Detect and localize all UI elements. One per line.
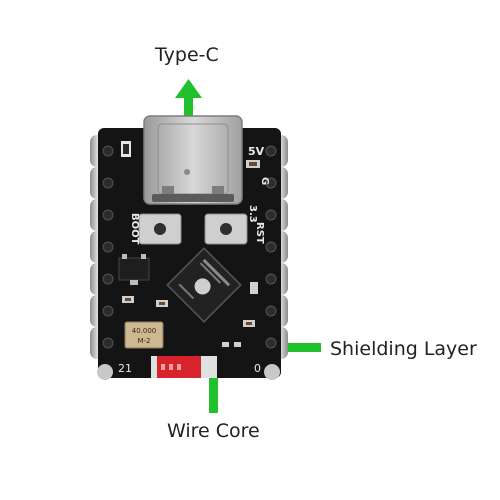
shielding-pads bbox=[222, 342, 241, 347]
type-c-label: Type-C bbox=[155, 44, 219, 66]
silk-pin-21: 21 bbox=[118, 362, 132, 375]
bottom-corner-pads bbox=[97, 364, 280, 380]
wire-core-label: Wire Core bbox=[167, 420, 260, 442]
crystal-oscillator bbox=[124, 321, 164, 349]
smd-components bbox=[118, 141, 260, 327]
esp32-chip-icon bbox=[166, 247, 242, 323]
silk-rst: RST bbox=[254, 222, 265, 244]
edge-pads bbox=[102, 145, 277, 349]
shielding-layer-label: Shielding Layer bbox=[330, 338, 477, 360]
boot-button bbox=[138, 213, 182, 245]
espressif-logo-icon bbox=[194, 278, 211, 295]
crystal-label-bottom: M-2 bbox=[137, 337, 150, 345]
rst-button bbox=[204, 213, 248, 245]
silk-5v: 5V bbox=[248, 145, 265, 158]
usb-c-connector-icon bbox=[143, 115, 243, 205]
silk-g: G bbox=[259, 177, 270, 185]
crystal-label-top: 40.000 bbox=[132, 327, 157, 335]
silk-pin-0: 0 bbox=[254, 362, 261, 375]
ceramic-antenna bbox=[151, 356, 217, 378]
silk-boot: BOOT bbox=[129, 213, 140, 245]
silk-3v3: 3.3 bbox=[247, 205, 258, 223]
